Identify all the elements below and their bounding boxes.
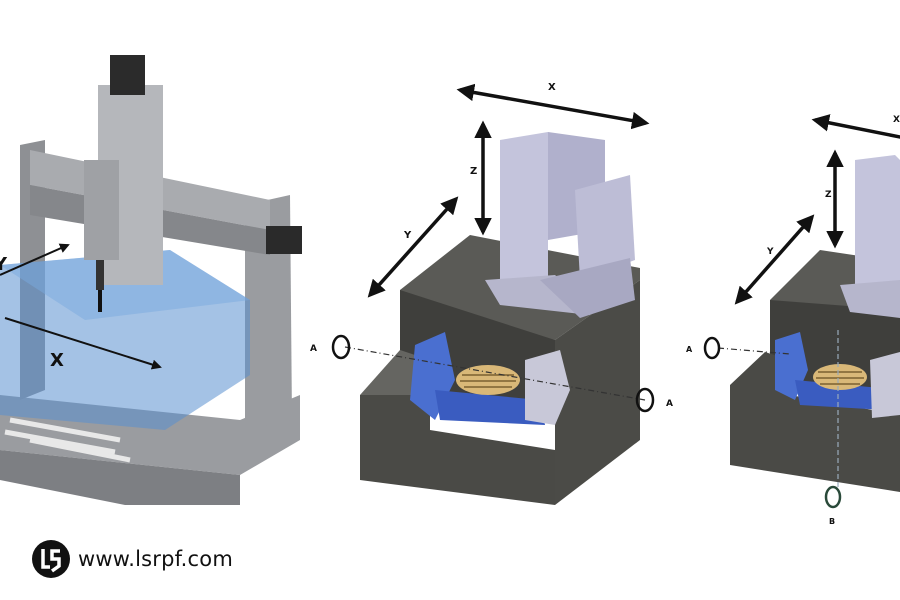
x-axis-label: X (50, 350, 64, 371)
spindle-column (855, 155, 900, 300)
x-axis-arrow (456, 83, 650, 130)
rotary-table (456, 365, 520, 395)
y-axis-label: Y (403, 230, 412, 241)
spindle-column (500, 132, 548, 290)
base-front-face (730, 352, 900, 492)
base-right-face (555, 280, 640, 505)
z-axis-label: Z (470, 166, 477, 177)
a-axis-label-left: A (310, 344, 317, 354)
trunnion-cradle (795, 380, 885, 410)
stepper-motor-z (110, 55, 145, 95)
y-axis-label: Y (0, 254, 8, 275)
trunnion-right-support (525, 350, 570, 425)
a-axis-label: A (686, 345, 693, 354)
four-axis-machine: A A X Z Y (310, 82, 673, 505)
three-axis-router: X Y (0, 55, 302, 505)
b-axis-label: B (829, 517, 835, 526)
z-axis-label: Z (825, 190, 832, 200)
x-axis-arrow (811, 114, 900, 139)
five-axis-machine: A B X Z Y (686, 114, 900, 526)
a-rotation-icon-left (331, 334, 351, 360)
b-rotation-icon (824, 485, 842, 509)
stepper-motor-x (266, 226, 302, 254)
a-axis-centerline (344, 346, 646, 401)
trunnion-right-support (870, 352, 900, 418)
trunnion-cradle (435, 390, 545, 425)
a-axis-label-right: A (666, 399, 673, 409)
spindle-head (840, 280, 900, 318)
router-bit (98, 290, 102, 312)
a-rotation-icon (703, 336, 721, 360)
rotary-table (813, 364, 867, 390)
ls-circle-logo-icon (32, 540, 70, 578)
x-axis-arrow (4, 317, 162, 370)
watermark-url: www.lsrpf.com (78, 547, 234, 571)
y-axis-arrow (734, 214, 815, 305)
base-front-face (360, 395, 555, 505)
spindle (84, 160, 119, 260)
x-axis-label: X (548, 82, 556, 93)
y-axis-arrow (367, 196, 459, 298)
a-rotation-icon-right (635, 387, 655, 413)
y-axis-label: Y (766, 247, 774, 257)
x-axis-label: X (893, 115, 900, 125)
watermark: www.lsrpf.com (32, 540, 233, 578)
y-axis-arrow (0, 243, 70, 276)
